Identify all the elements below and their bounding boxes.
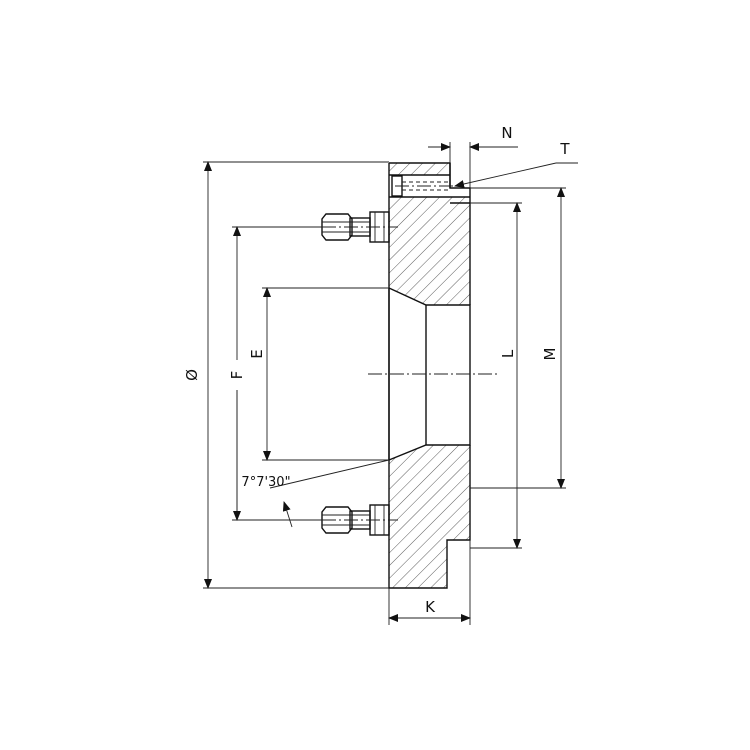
flange-body (388, 162, 471, 589)
dim-T (454, 162, 578, 188)
label-F: F (228, 371, 246, 380)
dim-L (470, 202, 522, 549)
label-M: M (541, 348, 559, 361)
label-angle: 7°7'30" (241, 475, 290, 490)
dim-N (428, 142, 518, 188)
bore-outline (388, 287, 471, 461)
lower-section-hatch (389, 445, 470, 588)
dim-F (232, 227, 322, 521)
upper-section-hatch (389, 197, 470, 305)
label-L: L (499, 349, 517, 358)
dim-diameter (203, 161, 389, 589)
dim-M (470, 187, 566, 489)
label-K: K (425, 598, 436, 616)
label-T: T (559, 140, 570, 158)
top-screw-hole (402, 181, 450, 191)
lower-bolt (300, 504, 398, 536)
dim-E (262, 287, 389, 461)
dim-angle (269, 459, 390, 528)
label-diameter: Ø (183, 369, 201, 381)
top-lip-hatch (389, 163, 450, 175)
label-E: E (248, 349, 266, 358)
dim-K (388, 540, 471, 625)
upper-bolt (300, 211, 398, 243)
label-N: N (501, 124, 512, 142)
